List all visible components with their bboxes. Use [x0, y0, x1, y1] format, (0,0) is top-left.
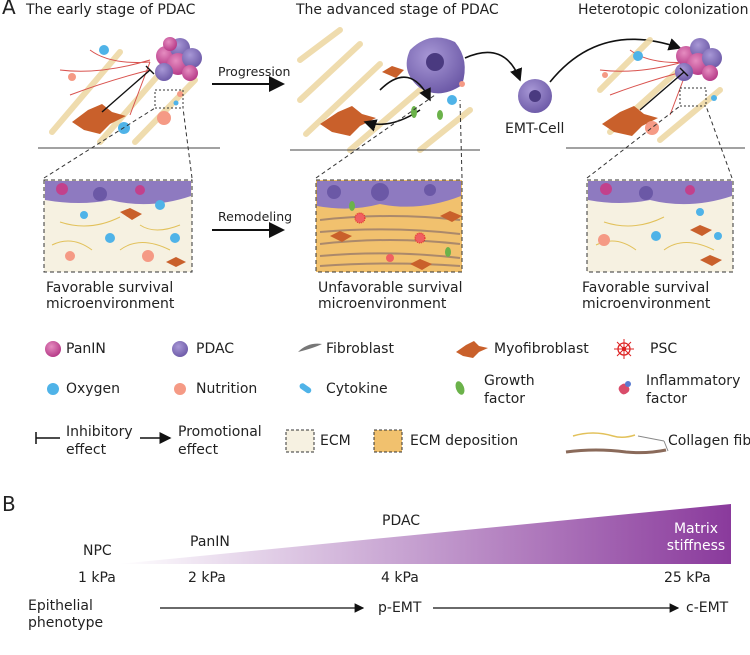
- legend-ecm-icon: [285, 429, 315, 453]
- legend-collagen-icon: [565, 432, 669, 455]
- caption-advanced-line2: microenvironment: [318, 296, 447, 312]
- legend-panin-icon: [45, 341, 61, 357]
- heterotopic-stage-illustration: [566, 37, 745, 179]
- epithelial-line2: phenotype: [28, 615, 104, 631]
- legend-nutrition-icon: [174, 383, 186, 395]
- epithelial-line1: Epithelial: [28, 598, 93, 614]
- legend-fibroblast-label: Fibroblast: [326, 341, 394, 357]
- stage-label-panin: PanIN: [190, 534, 230, 550]
- legend-myofibroblast-icon: [456, 341, 488, 358]
- panin-cluster-icon: [155, 37, 202, 81]
- matrix-stiffness-line2: stiffness: [666, 538, 726, 554]
- legend-ecm-label: ECM: [320, 433, 351, 449]
- legend-psc-label: PSC: [650, 341, 678, 357]
- ecm-box-early: [43, 179, 193, 273]
- p-emt-label: p-EMT: [378, 600, 422, 616]
- colonized-tumor-icon: [675, 38, 722, 81]
- stage-label-npc: NPC: [83, 543, 112, 559]
- stage-title-early: The early stage of PDAC: [26, 2, 196, 18]
- caption-early-line2: microenvironment: [46, 296, 175, 312]
- caption-heterotopic-line2: microenvironment: [582, 296, 711, 312]
- emt-cell-icon: [518, 79, 552, 113]
- legend-inhibitory-line1: Inhibitory: [66, 424, 133, 440]
- legend-ecm-deposition-icon: [373, 429, 403, 453]
- panel-a-letter: A: [2, 0, 16, 19]
- legend-cytokine-icon: [299, 383, 312, 394]
- caption-heterotopic-line1: Favorable survival: [582, 280, 710, 296]
- legend-inflammatory-factor-icon: [618, 381, 631, 395]
- legend-nutrition-label: Nutrition: [196, 381, 258, 397]
- legend-inhibitory-icon: [35, 432, 60, 444]
- emt-cell-label: EMT-Cell: [505, 121, 565, 137]
- legend-psc-icon: [614, 339, 634, 359]
- legend-oxygen-icon: [47, 383, 59, 395]
- stiffness-2kpa: 2 kPa: [188, 570, 226, 586]
- legend-collagen-label: Collagen fibers: [668, 433, 750, 449]
- legend-panin-label: PanIN: [66, 341, 106, 357]
- stiffness-25kpa: 25 kPa: [664, 570, 711, 586]
- panel-b-letter: B: [2, 492, 16, 516]
- caption-early-line1: Favorable survival: [46, 280, 174, 296]
- matrix-stiffness-line1: Matrix: [673, 521, 719, 537]
- legend-fibroblast-icon: [298, 343, 322, 352]
- legend-ecm-deposition-label: ECM deposition: [410, 433, 519, 449]
- stage-title-advanced: The advanced stage of PDAC: [296, 2, 499, 18]
- progression-label: Progression: [218, 64, 291, 79]
- legend-inflammatory-line2: factor: [646, 391, 688, 407]
- legend-growth-factor-line1: Growth: [484, 373, 535, 389]
- advanced-stage-illustration: [290, 27, 682, 179]
- legend-inhibitory-line2: effect: [66, 442, 107, 458]
- legend-pdac-label: PDAC: [196, 341, 235, 357]
- legend-inflammatory-line1: Inflammatory: [646, 373, 741, 389]
- ecm-box-heterotopic: [586, 179, 734, 273]
- legend-growth-factor-line2: factor: [484, 391, 526, 407]
- stiffness-4kpa: 4 kPa: [381, 570, 419, 586]
- myofibroblast-icon: [72, 104, 126, 134]
- remodeling-label: Remodeling: [218, 209, 293, 224]
- early-stage-illustration: [38, 37, 220, 179]
- stiffness-1kpa: 1 kPa: [78, 570, 116, 586]
- legend-growth-factor-icon: [455, 381, 465, 395]
- ecm-box-advanced: [315, 179, 463, 273]
- legend-cytokine-label: Cytokine: [326, 381, 388, 397]
- c-emt-label: c-EMT: [686, 600, 729, 616]
- legend-promotional-line1: Promotional: [178, 424, 262, 440]
- legend-myofibroblast-label: Myofibroblast: [494, 341, 589, 357]
- stage-title-heterotopic: Heterotopic colonization: [578, 2, 749, 18]
- legend-promotional-line2: effect: [178, 442, 219, 458]
- stage-label-pdac: PDAC: [382, 513, 421, 529]
- legend-oxygen-label: Oxygen: [66, 381, 120, 397]
- stiffness-wedge: [118, 504, 731, 564]
- caption-advanced-line1: Unfavorable survival: [318, 280, 463, 296]
- legend-pdac-icon: [172, 341, 188, 357]
- legend-icons: [35, 339, 669, 455]
